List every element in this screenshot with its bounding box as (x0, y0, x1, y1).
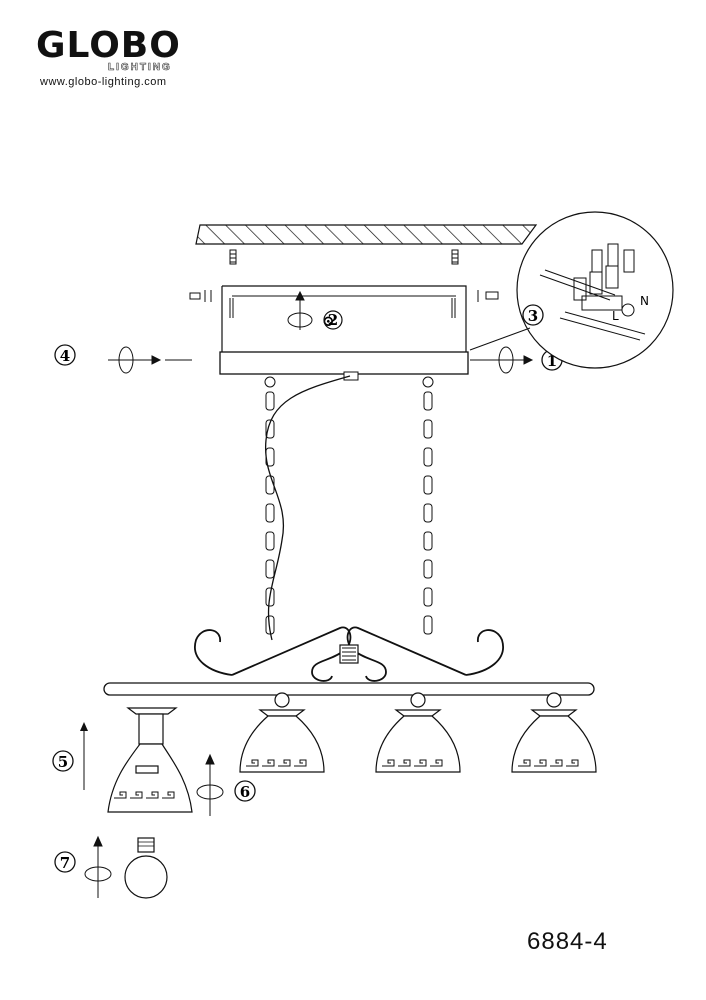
step-2-number: 2 (328, 311, 338, 329)
light-bulb-icon (124, 837, 168, 899)
power-cable (265, 375, 351, 641)
step-6-number: 6 (240, 783, 250, 801)
mounting-bracket (221, 285, 467, 352)
rotate-arrow-icon (108, 346, 192, 374)
model-number: 6884-4 (527, 928, 608, 955)
canopy-plate (219, 351, 469, 375)
ceiling (195, 224, 538, 245)
connector-label-l: L (612, 309, 619, 323)
rotate-arrow-icon (196, 753, 224, 816)
main-bar (103, 682, 595, 696)
lamp-shade-3 (375, 692, 461, 773)
connector-label-n: N (640, 294, 649, 308)
wall-anchor-icon (229, 249, 459, 265)
rotate-arrow-icon (287, 290, 313, 330)
rotate-arrow-icon (470, 346, 534, 374)
lamp-shade-4 (511, 692, 597, 773)
brand-name: GLOBO (36, 25, 181, 66)
step-5-number: 5 (58, 753, 68, 771)
scroll-frame (194, 626, 504, 682)
brand-logo: GLOBO LIGHTING www.globo-lighting.com (36, 25, 206, 89)
rotate-arrow-icon (84, 835, 112, 898)
step-1-number: 1 (547, 352, 557, 370)
arrow-up-icon (80, 722, 88, 790)
brand-url: www.globo-lighting.com (40, 76, 167, 88)
screw-icon (229, 298, 456, 318)
brand-tagline: LIGHTING (108, 62, 172, 74)
connector-detail (516, 211, 674, 369)
step-4-number: 4 (60, 347, 70, 365)
lamp-shade-2 (239, 692, 325, 773)
screw-icon (189, 290, 499, 302)
step-7-number: 7 (60, 854, 70, 872)
lamp-shade-1 (107, 707, 193, 813)
chain-right (422, 376, 434, 635)
step-3-number: 3 (528, 307, 538, 325)
